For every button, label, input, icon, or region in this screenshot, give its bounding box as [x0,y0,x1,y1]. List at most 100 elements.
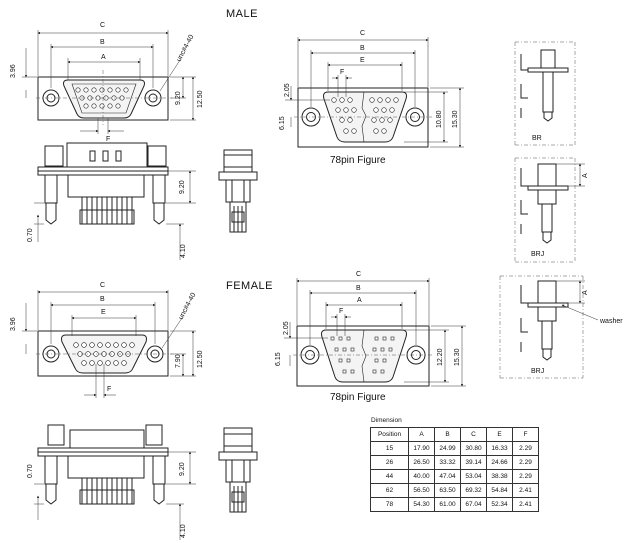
table-cell: 62 [370,483,409,498]
table-cell: 30.80 [460,441,487,456]
female-heading: FEMALE [226,280,273,292]
female-end-view [218,427,258,513]
table-cell: 33.32 [434,455,461,470]
male-side-view [34,142,196,260]
female-fig-dim-1530: 15.30 [454,348,461,366]
female-unc-label: unc#4-40 [178,292,198,321]
table-cell: 26 [370,455,409,470]
table-cell: 2.41 [512,483,539,498]
male-fig-dim-205: 2.05 [284,83,291,97]
female-figure-pins [330,336,395,374]
female-front-pins [73,342,135,366]
female-dim-c: C [100,282,105,289]
variant-brj2-label: BRJ [531,368,544,375]
male-fig-dim-b: B [360,45,365,52]
female-side-pins [79,478,135,505]
male-end-view [218,149,258,233]
female-dim-e: E [101,309,106,316]
table-cell: 2.29 [512,469,539,484]
table-cell: 78 [370,497,409,512]
male-78pin-figure [285,37,464,148]
table-cell: 44 [370,469,409,484]
table-cell: 52.34 [486,497,513,512]
table-cell: 54.30 [408,497,435,512]
male-fig-dim-f: F [340,69,344,76]
table-cell: 15 [370,441,409,456]
male-fig-dim-1080: 10.80 [436,110,443,128]
female-fig-dim-615: 6.15 [275,352,282,366]
variant-br-label: BR [532,135,542,142]
table-cell: 61.00 [434,497,461,512]
variant-brj-2 [499,275,599,379]
male-dim-920: 9.20 [175,91,182,105]
table-cell: 38.38 [486,469,513,484]
table-header-cell: E [486,427,513,442]
male-dim-1250: 12.50 [197,90,204,108]
table-cell: 40.00 [408,469,435,484]
table-header-cell: Position [370,427,409,442]
washer-label: washer [599,318,623,325]
table-cell: 47.04 [434,469,461,484]
variant-brj1-label: BRJ [531,251,544,258]
female-fig-dim-f: F [339,308,343,315]
male-figure-pins [331,97,399,134]
female-dim-f: F [107,386,111,393]
female-fig-dim-205: 2.05 [283,321,290,335]
table-row: 44 40.00 47.04 53.04 38.38 2.29 [370,469,539,484]
male-fig-dim-c: C [360,30,365,37]
female-fig-dim-c: C [356,271,361,278]
table-cell: 69.32 [460,483,487,498]
table-header-cell: F [512,427,539,442]
table-cell: 24.99 [434,441,461,456]
table-cell: 39.14 [460,455,487,470]
table-header-cell: B [434,427,461,442]
male-side-dim-920: 9.20 [179,180,186,194]
table-header-cell: A [408,427,435,442]
male-side-dim-410: 4.10 [180,244,187,258]
table-cell: 2.41 [512,497,539,512]
table-cell: 2.29 [512,455,539,470]
male-unc-label: unc#4-40 [176,34,196,63]
table-cell: 54.84 [486,483,513,498]
dimension-table-title: Dimension [371,417,402,424]
female-figure-caption: 78pin Figure [330,392,386,403]
female-front-view [22,290,196,398]
male-dim-c: C [100,22,105,29]
female-dim-790: 7.90 [175,354,182,368]
table-cell: 53.04 [460,469,487,484]
female-side-dim-070: 0.70 [27,464,34,478]
variant-brj1-dim-a: A [582,173,589,178]
table-cell: 24.66 [486,455,513,470]
male-dim-a: A [101,54,106,61]
table-row: 26 26.50 33.32 39.14 24.66 2.29 [370,455,539,470]
female-fig-dim-a: A [357,297,362,304]
female-dim-b: B [100,296,105,303]
female-side-dim-920: 9.20 [179,462,186,476]
male-dim-b: B [100,39,105,46]
male-fig-dim-1530: 15.30 [452,110,459,128]
variant-br [514,41,576,146]
table-row: 15 17.90 24.99 30.80 16.33 2.29 [370,441,539,456]
female-78pin-figure [284,278,466,387]
dimension-table: Position A B C E F 15 17.90 24.99 30.80 … [370,427,539,512]
male-heading: MALE [226,8,258,20]
table-cell: 2.29 [512,441,539,456]
table-cell: 67.04 [460,497,487,512]
table-cell: 26.50 [408,455,435,470]
female-fig-dim-1220: 12.20 [437,348,444,366]
table-header-row: Position A B C E F [370,427,539,442]
male-front-view [22,30,196,134]
table-cell: 56.50 [408,483,435,498]
female-fig-dim-b: B [356,285,361,292]
variant-brj2-dim-a: A [582,290,589,295]
female-side-view [34,424,196,540]
female-side-dim-410: 4.10 [180,524,187,538]
table-header-cell: C [460,427,487,442]
male-dim-f: F [106,136,110,143]
table-cell: 17.90 [408,441,435,456]
variant-brj-1 [514,157,585,263]
male-dim-396: 3.96 [10,64,17,78]
female-dim-396: 3.96 [10,317,17,331]
table-row: 78 54.30 61.00 67.04 52.34 2.41 [370,497,539,512]
